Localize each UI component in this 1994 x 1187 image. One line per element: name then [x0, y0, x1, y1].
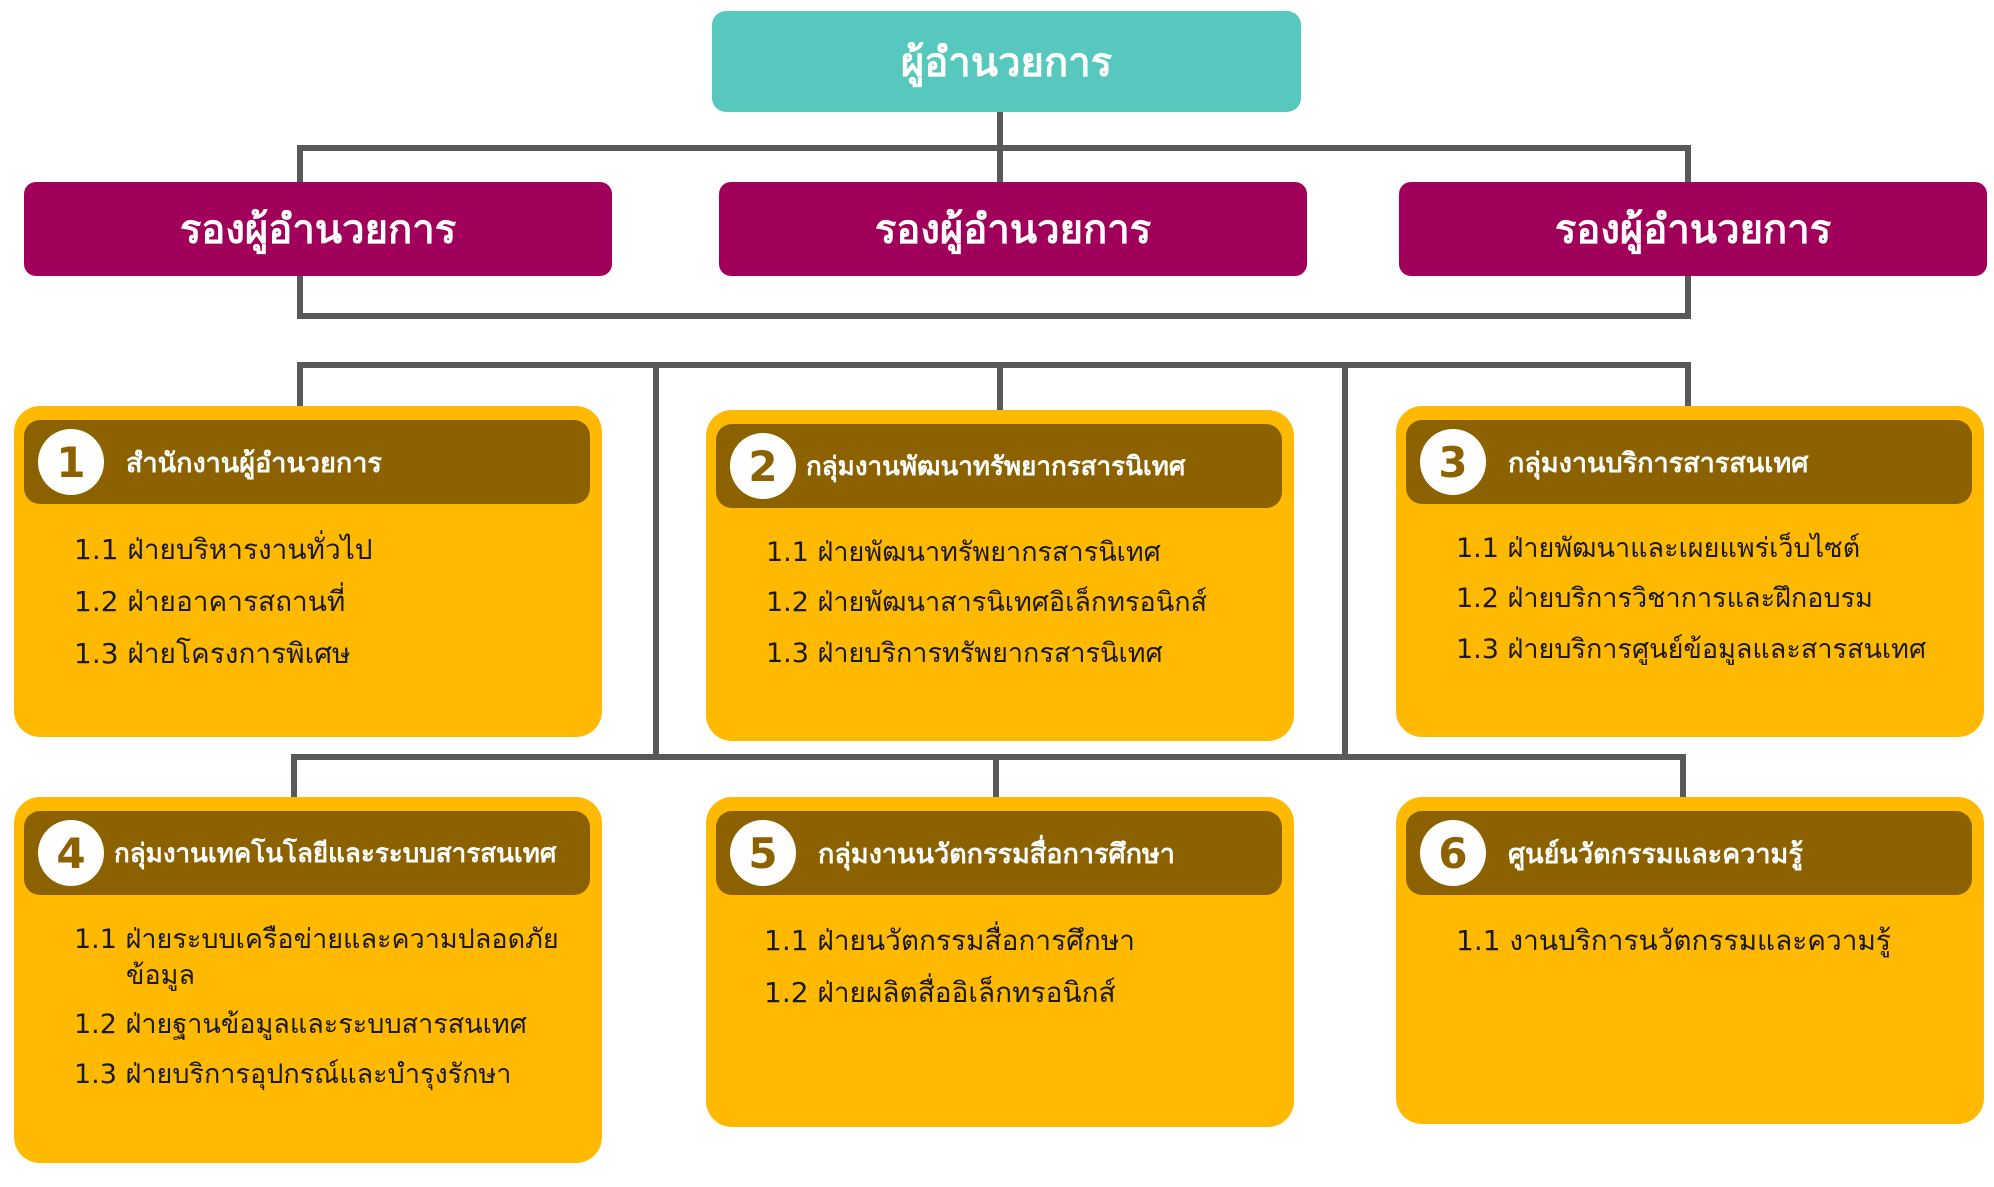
list-item: 1.1 งานบริการนวัตกรรมและความรู้ — [1456, 924, 1891, 957]
deputy-box-3: รองผู้อำนวยการ — [1399, 182, 1987, 276]
list-item: 1.2 ฝ่ายฐานข้อมูลและระบบสารสนเทศ — [74, 1008, 527, 1040]
list-item: 1.1 ฝ่ายพัฒนาและเผยแพร่เว็บไซต์ — [1456, 533, 1861, 564]
list-item: 1.3 ฝ่ายบริการอุปกรณ์และบำรุงรักษา — [74, 1059, 512, 1091]
unit-number-badge: 6 — [1420, 820, 1486, 886]
list-item: 1.3 ฝ่ายบริการศูนย์ข้อมูลและสารสนเทศ — [1456, 633, 1927, 665]
list-item: 1.1 ฝ่ายนวัตกรรมสื่อการศึกษา — [764, 924, 1136, 957]
deputy-label: รองผู้อำนวยการ — [874, 207, 1152, 253]
connector-row1 — [297, 362, 1691, 757]
list-item: 1.1 ฝ่ายพัฒนาทรัพยากรสารนิเทศ — [766, 537, 1161, 568]
unit-card-2: 2 กลุ่มงานพัฒนาทรัพยากรสารนิเทศ 1.1 ฝ่าย… — [706, 410, 1294, 741]
unit-header: 3 กลุ่มงานบริการสารสนเทศ — [1406, 420, 1972, 504]
list-item: 1.2 ฝ่ายพัฒนาสารนิเทศอิเล็กทรอนิกส์ — [766, 587, 1208, 619]
unit-number-badge: 2 — [730, 433, 796, 499]
deputy-box-2: รองผู้อำนวยการ — [719, 182, 1307, 276]
unit-card-6: 6 ศูนย์นวัตกรรมและความรู้ 1.1 งานบริการน… — [1396, 797, 1984, 1124]
list-item: 1.2 ฝ่ายผลิตสื่ออิเล็กทรอนิกส์ — [764, 975, 1116, 1009]
unit-item-list: 1.1 ฝ่ายระบบเครือข่ายและความปลอดภัยข้อมู… — [74, 922, 592, 1108]
unit-title: กลุ่มงานเทคโนโลยีและระบบสารสนเทศ — [114, 838, 557, 869]
deputy-box-1: รองผู้อำนวยการ — [24, 182, 612, 276]
connector-deputy-bracket — [297, 276, 1691, 319]
unit-title: กลุ่มงานนวัตกรรมสื่อการศึกษา — [818, 838, 1175, 870]
list-item: 1.2 ฝ่ายบริการวิชาการและฝึกอบรม — [1456, 583, 1873, 615]
unit-card-3: 3 กลุ่มงานบริการสารสนเทศ 1.1 ฝ่ายพัฒนาแล… — [1396, 406, 1984, 737]
unit-item-list: 1.1 งานบริการนวัตกรรมและความรู้ — [1456, 922, 1974, 974]
list-item: 1.3 ฝ่ายโครงการพิเศษ — [74, 636, 351, 670]
unit-number-badge: 5 — [730, 820, 796, 886]
list-item: 1.3 ฝ่ายบริการทรัพยากรสารนิเทศ — [766, 637, 1163, 669]
unit-header: 1 สำนักงานผู้อำนวยการ — [24, 420, 590, 504]
unit-card-1: 1 สำนักงานผู้อำนวยการ 1.1 ฝ่ายบริหารงานท… — [14, 406, 602, 737]
unit-number-badge: 3 — [1420, 429, 1486, 495]
connector-row2 — [291, 754, 1686, 797]
unit-title: สำนักงานผู้อำนวยการ — [126, 447, 382, 479]
unit-number-badge: 1 — [38, 429, 104, 495]
unit-title: กลุ่มงานพัฒนาทรัพยากรสารนิเทศ — [806, 451, 1186, 482]
deputy-label: รองผู้อำนวยการ — [179, 207, 457, 253]
unit-card-4: 4 กลุ่มงานเทคโนโลยีและระบบสารสนเทศ 1.1 ฝ… — [14, 797, 602, 1163]
unit-item-list: 1.1 ฝ่ายบริหารงานทั่วไป 1.2 ฝ่ายอาคารสถา… — [74, 531, 592, 686]
unit-header: 5 กลุ่มงานนวัตกรรมสื่อการศึกษา — [716, 811, 1282, 895]
unit-header: 2 กลุ่มงานพัฒนาทรัพยากรสารนิเทศ — [716, 424, 1282, 508]
unit-card-5: 5 กลุ่มงานนวัตกรรมสื่อการศึกษา 1.1 ฝ่ายน… — [706, 797, 1294, 1127]
unit-title: ศูนย์นวัตกรรมและความรู้ — [1508, 838, 1803, 870]
unit-item-list: 1.1 ฝ่ายพัฒนาทรัพยากรสารนิเทศ 1.2 ฝ่ายพั… — [766, 535, 1284, 686]
list-item: 1.1 ฝ่ายบริหารงานทั่วไป — [74, 533, 373, 566]
director-box: ผู้อำนวยการ — [712, 11, 1301, 112]
unit-title: กลุ่มงานบริการสารสนเทศ — [1508, 447, 1809, 479]
unit-header: 6 ศูนย์นวัตกรรมและความรู้ — [1406, 811, 1972, 895]
list-item: 1.1 ฝ่ายระบบเครือข่ายและความปลอดภัยข้อมู… — [74, 924, 559, 992]
unit-item-list: 1.1 ฝ่ายนวัตกรรมสื่อการศึกษา 1.2 ฝ่ายผลิ… — [764, 922, 1284, 1026]
unit-item-list: 1.1 ฝ่ายพัฒนาและเผยแพร่เว็บไซต์ 1.2 ฝ่าย… — [1456, 531, 1974, 682]
deputy-label: รองผู้อำนวยการ — [1554, 207, 1832, 253]
list-item: 1.2 ฝ่ายอาคารสถานที่ — [74, 584, 346, 618]
unit-number-badge: 4 — [38, 820, 104, 886]
unit-header: 4 กลุ่มงานเทคโนโลยีและระบบสารสนเทศ — [24, 811, 590, 895]
connector-director-deputies — [297, 112, 1691, 182]
director-label: ผู้อำนวยการ — [900, 39, 1113, 86]
